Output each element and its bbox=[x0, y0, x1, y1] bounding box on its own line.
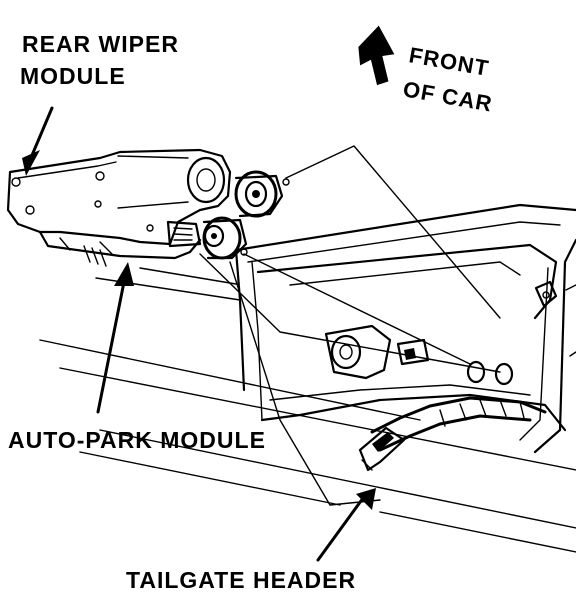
front-direction-arrow-icon bbox=[358, 25, 395, 86]
assembly-leader-lines bbox=[199, 145, 501, 506]
rear-wiper-module bbox=[6, 148, 290, 267]
front-of-car-label-line1: FRONT bbox=[407, 42, 491, 81]
tailgate-header-pointer-arrow bbox=[316, 488, 376, 562]
front-of-car-label-line2: OF CAR bbox=[401, 76, 494, 116]
auto-park-module bbox=[324, 324, 514, 386]
rear-wiper-label-line1: REAR WIPER bbox=[22, 31, 179, 57]
rear-wiper-pointer-arrow bbox=[22, 106, 54, 176]
rear-wiper-label-line2: MODULE bbox=[20, 63, 126, 89]
tailgate-header-label: TAILGATE HEADER bbox=[126, 567, 356, 592]
auto-park-pointer-arrow bbox=[96, 262, 134, 414]
tailgate-harness bbox=[358, 396, 547, 472]
auto-park-module-label: AUTO-PARK MODULE bbox=[8, 427, 266, 453]
